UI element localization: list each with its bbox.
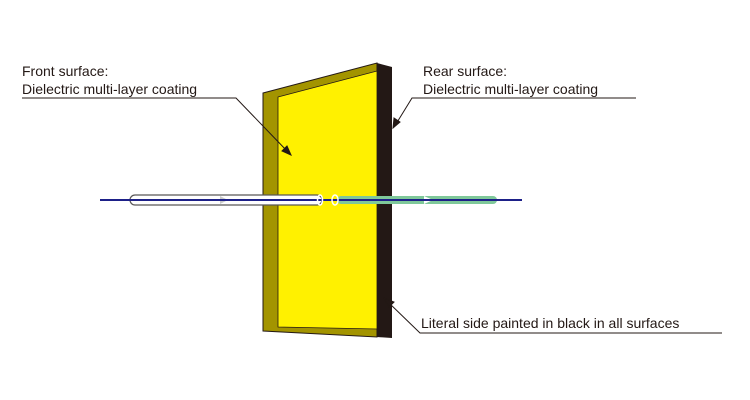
front-leader-line — [22, 97, 289, 153]
front-surface-title: Front surface: — [22, 63, 109, 79]
side-leader-line — [387, 301, 722, 334]
rear-leader-line — [395, 97, 636, 125]
side-label: Literal side painted in black in all sur… — [421, 315, 680, 331]
rear-surface-title: Rear surface: — [423, 63, 508, 79]
rear-arrowhead — [392, 117, 401, 130]
beam-ring-2 — [331, 194, 339, 206]
front-arrowhead — [281, 145, 292, 156]
beam-ring-1 — [316, 194, 324, 206]
rear-surface-desc: Dielectric multi-layer coating — [423, 81, 599, 97]
side-arrowhead — [382, 297, 395, 308]
front-surface-desc: Dielectric multi-layer coating — [22, 81, 198, 97]
